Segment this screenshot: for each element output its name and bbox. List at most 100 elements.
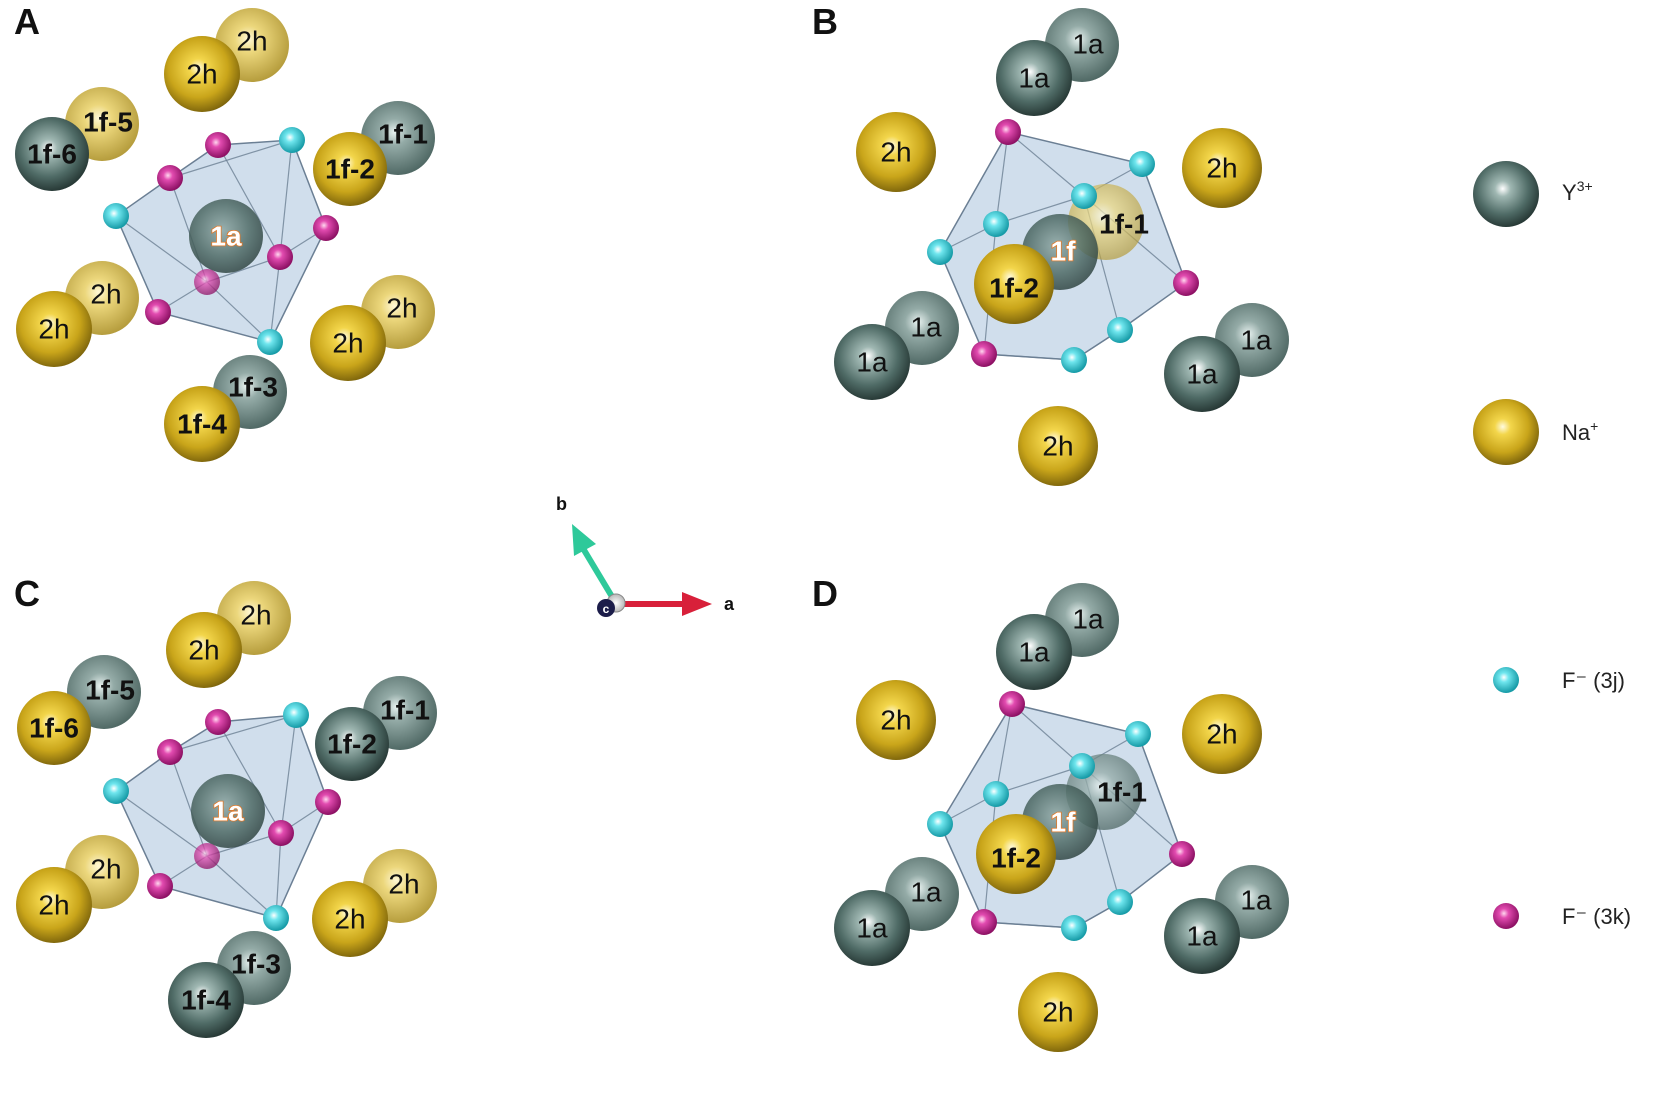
na-ion (1018, 406, 1098, 486)
f-3j-ion (263, 905, 289, 931)
na-ion (313, 132, 387, 206)
center-site-label: 1a (212, 796, 244, 827)
f-3j-ion (1107, 889, 1133, 915)
na-ion (16, 867, 92, 943)
y-ion-1a (191, 774, 265, 848)
atom-label: 1a (1072, 604, 1104, 635)
center-site-label: 1f (1051, 807, 1077, 838)
atom-label: 1f-4 (181, 985, 231, 1016)
atom-label: 2h (1042, 997, 1073, 1028)
f-3k-ion (315, 789, 341, 815)
f-3j-ion (1129, 151, 1155, 177)
f-3j-ion (927, 811, 953, 837)
f-3k-ion (194, 843, 220, 869)
y-ion (996, 40, 1072, 116)
legend-item-na: Na+ (1473, 399, 1598, 465)
f-3k-ion (147, 873, 173, 899)
axis-triad: a b c (556, 494, 735, 617)
f-3k-ion (145, 299, 171, 325)
f-3j-ion (257, 329, 283, 355)
atom-label: 1a (1240, 885, 1272, 916)
legend-f3k-label: F⁻ (3k) (1562, 904, 1631, 929)
panel-a: A 1a 2h 2h (14, 1, 435, 462)
na-ion (166, 612, 242, 688)
f-3j-ion (283, 702, 309, 728)
panel-d: D 1a 1a 2h 2h 1f 1f-1 1f-2 (812, 573, 1289, 1052)
atom-label: 2h (240, 600, 271, 631)
atom-label: 2h (236, 26, 267, 57)
f-3k-ion (205, 709, 231, 735)
atom-label: 1f-1 (380, 695, 430, 726)
f-3j-ion (927, 239, 953, 265)
atom-label: 2h (90, 854, 121, 885)
f-3k-ion (971, 909, 997, 935)
panel-letter: D (812, 573, 838, 614)
f-3j-ion (983, 781, 1009, 807)
panel-b: B 1a 1a 2h 2h 1f 1f-1 1f-2 (812, 1, 1289, 486)
atom-label: 2h (38, 890, 69, 921)
f-3k-swatch (1493, 903, 1519, 929)
y-ion (315, 707, 389, 781)
atom-label: 1f-3 (231, 949, 281, 980)
legend: Y3+ Na+ F⁻ (3j) F⁻ (3k) (1473, 161, 1631, 929)
atom-label: 2h (332, 328, 363, 359)
na-ion (974, 244, 1054, 324)
atom-label: 1a (856, 913, 888, 944)
legend-f3j-label: F⁻ (3j) (1562, 668, 1625, 693)
na-ion (1182, 694, 1262, 774)
atom-label: 2h (880, 705, 911, 736)
atom-label: 2h (1042, 431, 1073, 462)
f-3k-ion (313, 215, 339, 241)
atom-label: 1f-4 (177, 409, 227, 440)
f-3k-ion (157, 165, 183, 191)
axis-a-arrowhead (682, 592, 712, 616)
atom-label: 2h (334, 904, 365, 935)
panel-letter: B (812, 1, 838, 42)
na-ion (164, 386, 240, 462)
legend-y-sup: 3+ (1577, 178, 1593, 194)
legend-item-f3k: F⁻ (3k) (1493, 903, 1631, 929)
f-3k-ion (267, 244, 293, 270)
f-3j-ion (1069, 753, 1095, 779)
axis-c-arrow (597, 599, 615, 617)
atom-label: 1a (910, 312, 942, 343)
f-3j-ion (103, 203, 129, 229)
f-3k-ion (1169, 841, 1195, 867)
atom-label: 2h (1206, 719, 1237, 750)
na-ion (1182, 128, 1262, 208)
atom-label: 1f-1 (378, 119, 428, 150)
atom-label: 1f-5 (85, 675, 135, 706)
f-3k-ion (995, 119, 1021, 145)
atom-label: 2h (880, 137, 911, 168)
atom-label: 2h (186, 59, 217, 90)
na-ion (856, 680, 936, 760)
atom-label: 1a (910, 877, 942, 908)
svg-text:Y3+: Y3+ (1562, 178, 1593, 205)
atom-label: 1f-1 (1099, 209, 1149, 240)
atom-label: 2h (188, 635, 219, 666)
legend-na-label: Na (1562, 420, 1591, 445)
atom-label: 1f-5 (83, 107, 133, 138)
y-ion-swatch (1473, 161, 1539, 227)
na-ion (312, 881, 388, 957)
atom-label: 2h (1206, 153, 1237, 184)
f-3k-ion (205, 132, 231, 158)
na-ion (310, 305, 386, 381)
f-3j-ion (1125, 721, 1151, 747)
atom-label: 1f-2 (327, 729, 377, 760)
atom-label: 1f-2 (991, 843, 1041, 874)
atom-label: 1a (1186, 359, 1218, 390)
atom-label: 1f-3 (228, 372, 278, 403)
panel-c: C 1a 2h 2h 1f-5 1f-6 (14, 573, 437, 1038)
panel-letter: A (14, 1, 40, 42)
f-3j-ion (279, 127, 305, 153)
atom-label: 1a (1186, 921, 1218, 952)
f-3j-ion (1071, 183, 1097, 209)
na-ion-swatch (1473, 399, 1539, 465)
f-3j-ion (1107, 317, 1133, 343)
atom-label: 2h (388, 869, 419, 900)
y-ion (996, 614, 1072, 690)
legend-na-sup: + (1590, 418, 1598, 434)
f-3j-ion (1061, 915, 1087, 941)
